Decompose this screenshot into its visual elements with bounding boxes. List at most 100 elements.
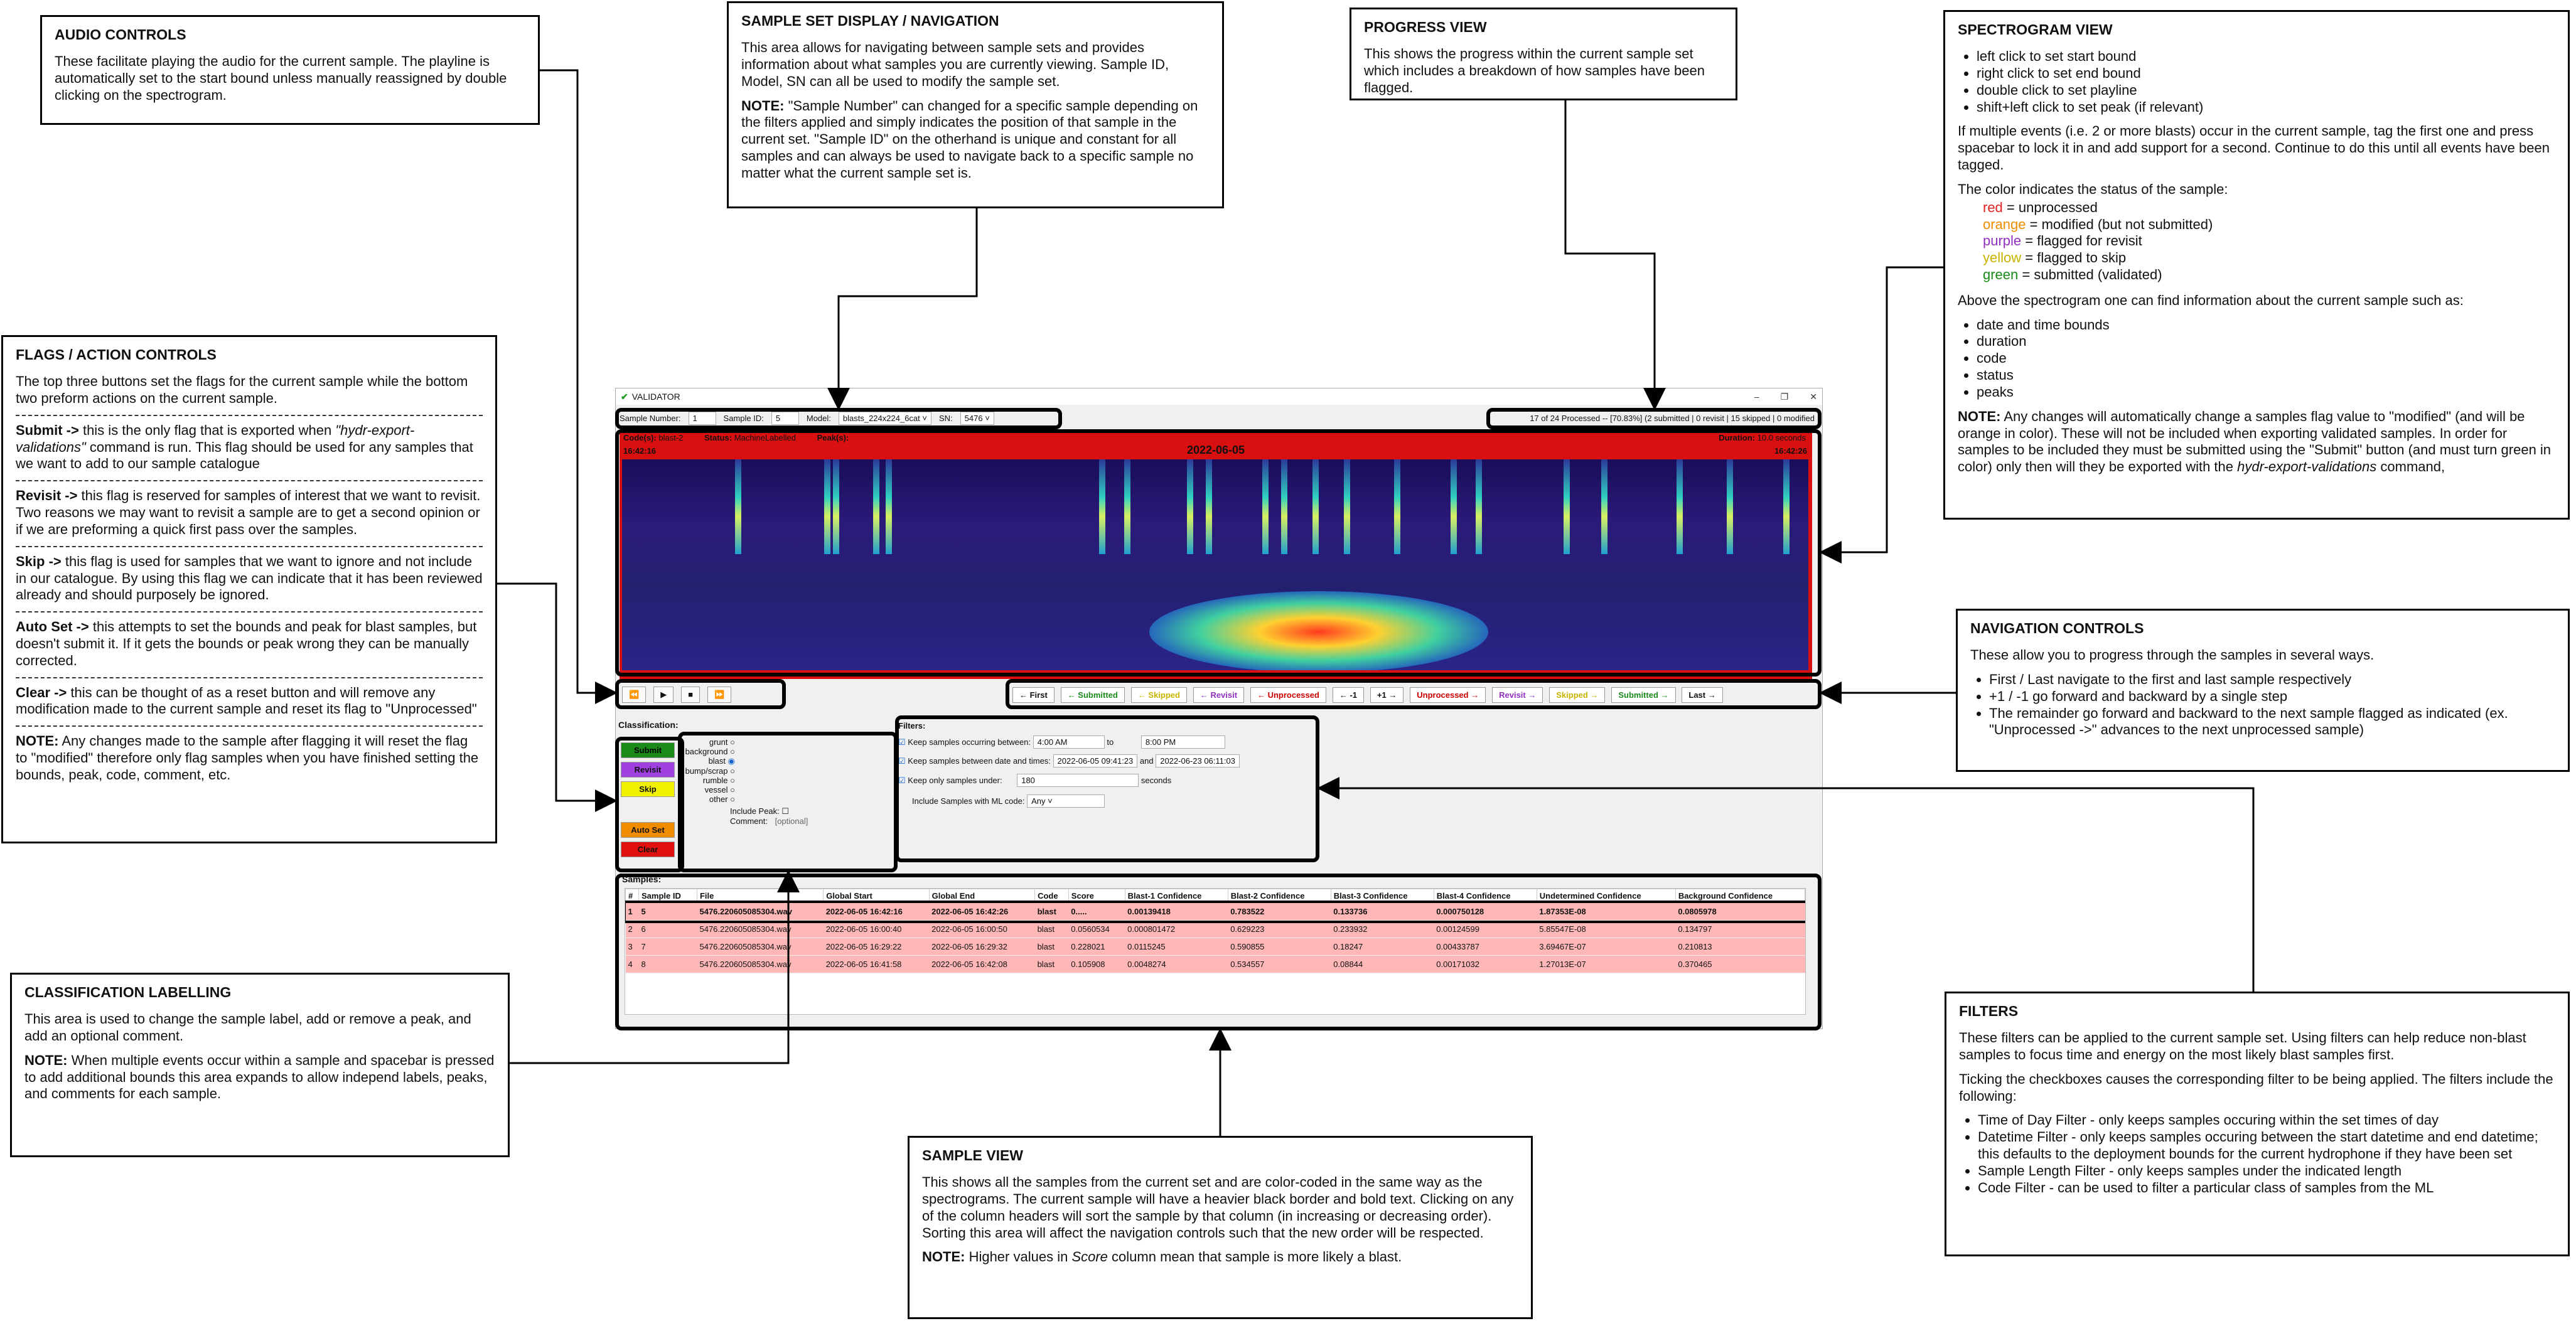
datetime-checkbox[interactable]: ☑ bbox=[898, 756, 906, 766]
code-select[interactable]: Any ˅ bbox=[1027, 794, 1105, 808]
submit-button[interactable]: Submit bbox=[621, 742, 675, 758]
radio-bump-scrap[interactable]: ○ bbox=[730, 766, 735, 776]
flag-buttons: Submit Revisit Skip Auto Set Clear bbox=[621, 742, 675, 857]
classification-label: Classification: bbox=[618, 720, 679, 730]
nav-next-revisit-button[interactable]: Revisit → bbox=[1492, 687, 1543, 703]
revisit-button[interactable]: Revisit bbox=[621, 762, 675, 778]
restore-icon[interactable]: ❐ bbox=[1780, 391, 1789, 402]
callout-title: NAVIGATION CONTROLS bbox=[1970, 620, 2144, 636]
radio-blast[interactable]: ◉ bbox=[727, 756, 735, 766]
sample-id-input[interactable]: 5 bbox=[771, 411, 799, 425]
tod-from-input[interactable]: 4:00 AM bbox=[1033, 735, 1105, 749]
callout-text: If multiple events (i.e. 2 or more blast… bbox=[1958, 123, 2550, 173]
column-header[interactable]: Blast-1 Confidence bbox=[1124, 889, 1228, 903]
chevron-down-icon: ˅ bbox=[985, 413, 990, 423]
sample-number-label: Sample Number: bbox=[620, 413, 681, 423]
callout-text: These filters can be applied to the curr… bbox=[1959, 1030, 2526, 1062]
clear-button[interactable]: Clear bbox=[621, 842, 675, 857]
skip-button[interactable]: Skip bbox=[621, 781, 675, 797]
length-checkbox[interactable]: ☑ bbox=[898, 776, 906, 785]
filters-highlight bbox=[895, 715, 1319, 862]
sn-label: SN: bbox=[938, 413, 953, 423]
spectrogram-panel[interactable]: Code(s): blast-2 Status: MachineLabelled… bbox=[620, 431, 1812, 679]
radio-other[interactable]: ○ bbox=[730, 794, 735, 804]
callout-text: This area allows for navigating between … bbox=[741, 40, 1169, 89]
classification-callout: CLASSIFICATION LABELLING This area is us… bbox=[10, 973, 510, 1157]
nav-first-button[interactable]: ← First bbox=[1012, 687, 1055, 703]
column-header[interactable]: Blast-2 Confidence bbox=[1227, 889, 1331, 903]
class-label: vessel bbox=[704, 785, 728, 794]
column-header[interactable]: Global End bbox=[928, 889, 1036, 903]
stop-icon[interactable]: ■ bbox=[681, 687, 700, 703]
column-header[interactable]: Code bbox=[1034, 889, 1069, 903]
sample-set-arrow bbox=[827, 208, 978, 410]
callout-note: NOTE: Any changes will automatically cha… bbox=[1958, 408, 2552, 475]
audio-highlight bbox=[615, 679, 786, 709]
comment-input[interactable]: [optional] bbox=[775, 816, 808, 826]
callout-list: date and time bounds duration code statu… bbox=[1958, 317, 2555, 401]
spectrogram-plot[interactable] bbox=[622, 459, 1808, 670]
callout-title: SAMPLE SET DISPLAY / NAVIGATION bbox=[741, 13, 999, 29]
class-label: other bbox=[709, 794, 728, 804]
length-input[interactable]: 180 bbox=[1017, 774, 1139, 787]
nav-prev-submitted-button[interactable]: ← Submitted bbox=[1060, 687, 1125, 703]
nav-last-button[interactable]: Last → bbox=[1682, 687, 1723, 703]
model-select[interactable]: blasts_224x224_6cat ˅ bbox=[838, 411, 931, 425]
callout-list: First / Last navigate to the first and l… bbox=[1970, 671, 2555, 739]
nav-prev-unprocessed-button[interactable]: ← Unprocessed bbox=[1250, 687, 1326, 703]
length-filter: ☑ Keep only samples under: 180 seconds bbox=[898, 774, 1275, 787]
flags-arrow bbox=[497, 582, 618, 812]
date-label: 2022-06-05 bbox=[1186, 444, 1245, 456]
callout-note: NOTE: When multiple events occur within … bbox=[24, 1052, 495, 1102]
datetime-to-input[interactable]: 2022-06-23 06:11:03 bbox=[1156, 754, 1240, 767]
include-peak-label: Include Peak: bbox=[730, 806, 780, 816]
nav-next-unprocessed-button[interactable]: Unprocessed → bbox=[1410, 687, 1486, 703]
callout-text: These allow you to progress through the … bbox=[1970, 647, 2375, 663]
tod-checkbox[interactable]: ☑ bbox=[898, 737, 906, 747]
title-bar: ✔ VALIDATOR – ❐ ✕ bbox=[616, 388, 1822, 405]
callout-list: Time of Day Filter - only keeps samples … bbox=[1959, 1112, 2555, 1196]
check-icon: ✔ bbox=[621, 391, 628, 402]
include-peak-checkbox[interactable]: ☐ bbox=[781, 806, 790, 816]
column-header[interactable]: Score bbox=[1068, 889, 1125, 903]
datetime-from-input[interactable]: 2022-06-05 09:41:23 bbox=[1053, 754, 1138, 767]
close-icon[interactable]: ✕ bbox=[1810, 391, 1817, 402]
class-label: blast bbox=[708, 756, 726, 766]
sample-set-highlight bbox=[615, 408, 1062, 429]
flags-callout: FLAGS / ACTION CONTROLS The top three bu… bbox=[1, 335, 497, 843]
sample-number-input[interactable]: 1 bbox=[688, 411, 716, 425]
auto-set-button[interactable]: Auto Set bbox=[621, 822, 675, 838]
nav-plus-one-button[interactable]: +1 → bbox=[1370, 687, 1404, 703]
column-header[interactable]: Global Start bbox=[823, 889, 930, 903]
class-label: bump/scrap bbox=[685, 766, 728, 776]
play-icon[interactable]: ▶ bbox=[653, 687, 674, 703]
callout-note: NOTE: "Sample Number" can changed for a … bbox=[741, 97, 1198, 181]
radio-vessel[interactable]: ○ bbox=[730, 785, 735, 794]
tod-to-input[interactable]: 8:00 PM bbox=[1140, 735, 1225, 749]
callout-title: SAMPLE VIEW bbox=[922, 1147, 1024, 1163]
flag-submit-desc: Submit -> this is the only flag that is … bbox=[16, 422, 473, 472]
minimize-icon[interactable]: – bbox=[1754, 391, 1759, 402]
class-radio-group: grunt ○ background ○ blast ◉ bump/scrap … bbox=[684, 737, 872, 826]
spectrogram-highlight bbox=[615, 429, 1822, 677]
progress-callout: PROGRESS VIEW This shows the progress wi… bbox=[1350, 8, 1737, 100]
status-color-legend: red = unprocessed orange = modified (but… bbox=[1983, 199, 2213, 282]
radio-background[interactable]: ○ bbox=[730, 747, 735, 756]
sn-select[interactable]: 5476 ˅ bbox=[960, 411, 994, 425]
callout-title: CLASSIFICATION LABELLING bbox=[24, 984, 232, 1000]
radio-grunt[interactable]: ○ bbox=[730, 737, 735, 747]
nav-prev-skipped-button[interactable]: ← Skipped bbox=[1130, 687, 1187, 703]
fast-forward-icon[interactable]: ⏩ bbox=[707, 687, 732, 703]
nav-prev-revisit-button[interactable]: ← Revisit bbox=[1193, 687, 1245, 703]
filters-callout: FILTERS These filters can be applied to … bbox=[1945, 992, 2570, 1256]
sample-id-label: Sample ID: bbox=[723, 413, 764, 423]
rewind-icon[interactable]: ⏪ bbox=[622, 687, 647, 703]
spectrogram-callout: SPECTROGRAM VIEW left click to set start… bbox=[1943, 10, 2570, 520]
radio-rumble[interactable]: ○ bbox=[730, 776, 735, 785]
sample-set-callout: SAMPLE SET DISPLAY / NAVIGATION This are… bbox=[727, 1, 1224, 208]
sample-info-bar: Sample Number: 1 Sample ID: 5 Model: bla… bbox=[620, 410, 1815, 426]
nav-minus-one-button[interactable]: ← -1 bbox=[1332, 687, 1365, 703]
nav-next-submitted-button[interactable]: Submitted → bbox=[1611, 687, 1676, 703]
callout-text: Ticking the checkboxes causes the corres… bbox=[1959, 1071, 2553, 1104]
nav-next-skipped-button[interactable]: Skipped → bbox=[1549, 687, 1606, 703]
